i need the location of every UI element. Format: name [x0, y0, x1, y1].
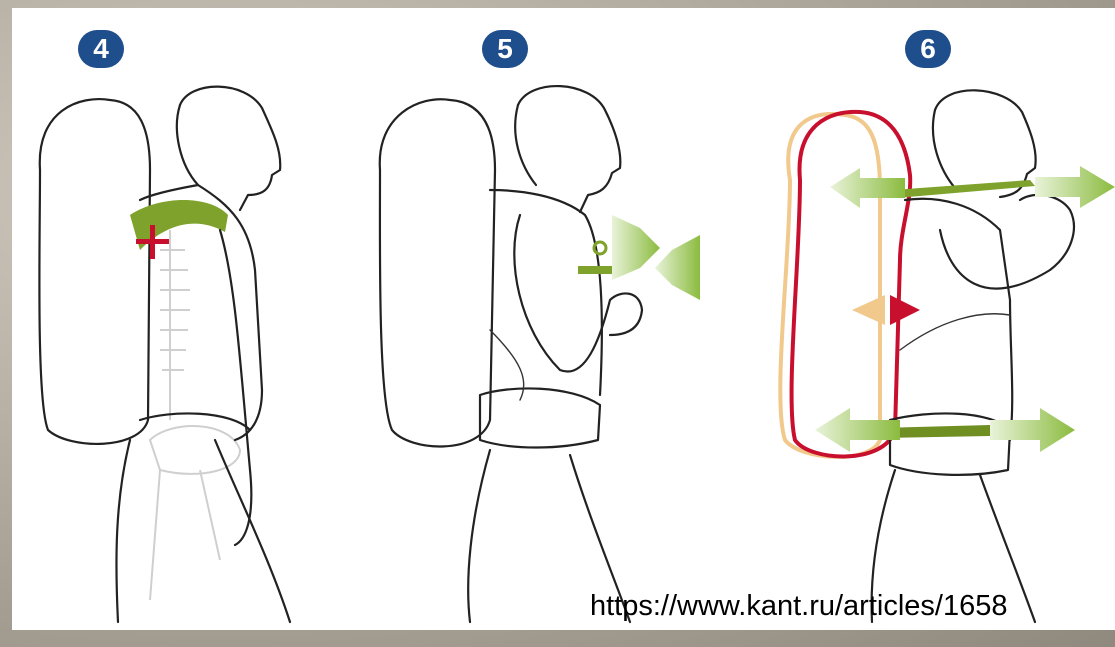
step-6-figure [780, 90, 1115, 622]
compress-arrows-icon [612, 215, 700, 300]
backpack-4 [39, 99, 150, 444]
load-lifter-strap [895, 180, 1035, 198]
step-4-figure [39, 87, 290, 622]
head-4 [180, 87, 280, 210]
source-url-text: https://www.kant.ru/articles/1658 [590, 590, 1115, 630]
pack-tilt-triangle-icon [852, 295, 920, 325]
step-5-figure [380, 86, 700, 622]
backpack-5 [380, 99, 495, 446]
pack-outline-after [792, 112, 911, 457]
